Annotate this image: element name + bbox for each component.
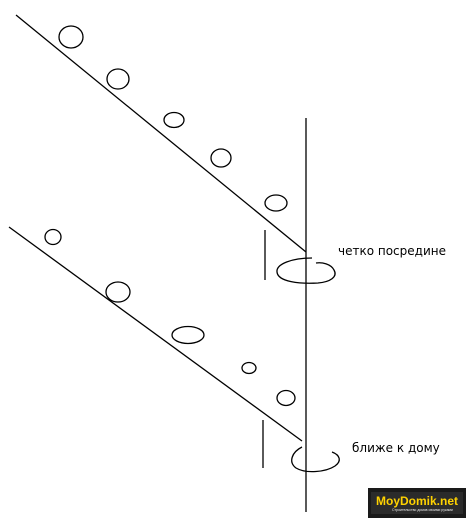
droplet <box>44 228 62 246</box>
watermark: MoyDomik.net Строительство домов своими … <box>368 488 466 518</box>
label-top: четко посредине <box>338 244 446 258</box>
bottom-gutter-loop <box>291 446 340 473</box>
label-bottom: ближе к дому <box>352 441 440 455</box>
droplet <box>264 194 288 212</box>
droplet <box>58 25 84 49</box>
droplet <box>105 281 131 303</box>
droplet <box>210 148 232 168</box>
droplet <box>106 68 130 90</box>
droplet <box>241 361 257 375</box>
watermark-brand: MoyDomik.net <box>376 494 458 508</box>
top-gutter-loop <box>276 257 336 284</box>
droplet <box>171 325 205 345</box>
watermark-tagline: Строительство домов своими руками <box>392 508 453 512</box>
bottom-slope-line <box>8 226 303 442</box>
droplet <box>163 111 185 129</box>
droplet <box>276 389 296 407</box>
top-slope-line <box>15 14 307 253</box>
